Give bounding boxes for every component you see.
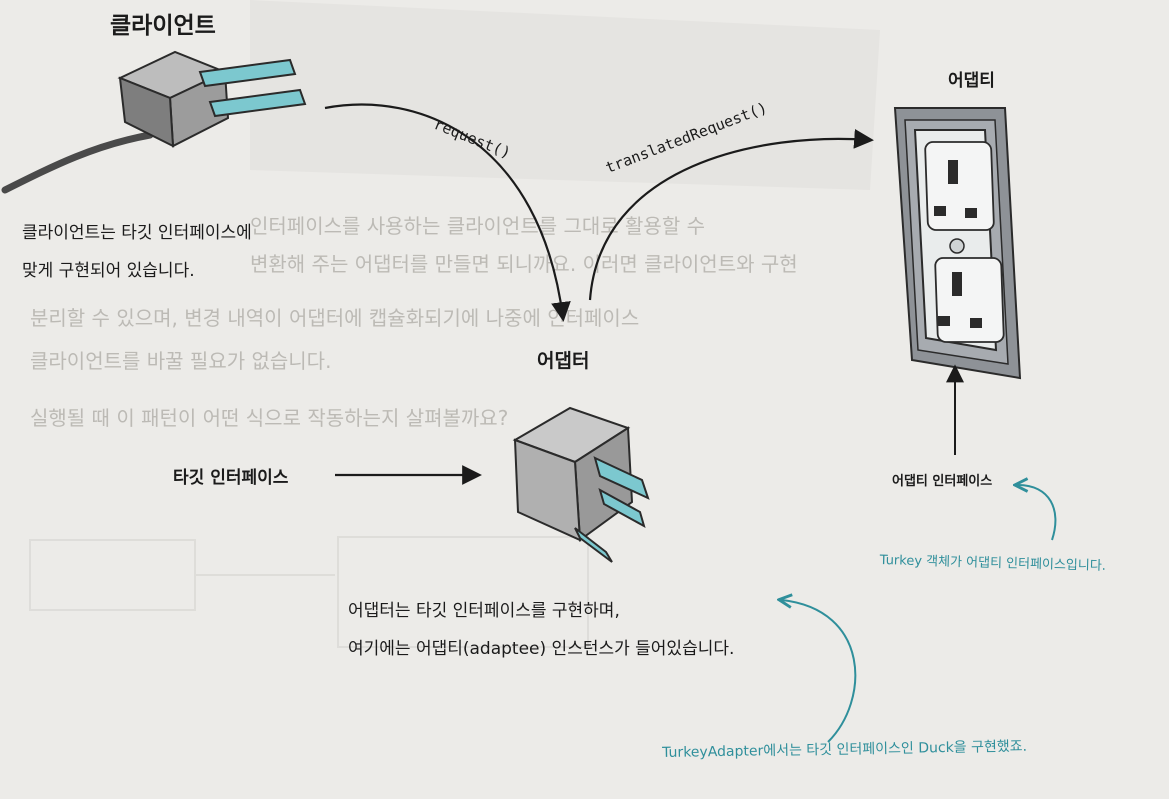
bleed-through-line-5: 실행될 때 이 패턴이 어떤 식으로 작동하는지 살펴볼까요? bbox=[30, 406, 509, 430]
adapter-block bbox=[512, 406, 650, 563]
outlet-socket-bottom bbox=[934, 257, 1005, 343]
adaptee-outlet bbox=[893, 107, 1022, 380]
bleed-through-line-1: 인터페이스를 사용하는 클라이언트를 그대로 활용할 수 bbox=[250, 214, 705, 238]
request-arrow bbox=[324, 103, 571, 322]
bleed-through-line-3: 분리할 수 있으며, 변경 내역이 어댑터에 캡슐화되기에 나중에 인터페이스 bbox=[30, 306, 640, 330]
adapter-note-arrow bbox=[782, 600, 857, 743]
turkey-note-arrow bbox=[1018, 485, 1057, 541]
client-description-line-2: 맞게 구현되어 있습니다. bbox=[22, 261, 195, 281]
client-description-line-1: 클라이언트는 타깃 인터페이스에 bbox=[22, 223, 252, 243]
adapter-description-line-2: 여기에는 어댑티(adaptee) 인스턴스가 들어있습니다. bbox=[348, 639, 735, 659]
outlet-socket-top bbox=[924, 141, 995, 231]
background-ghost-shapes bbox=[29, 0, 880, 648]
target-interface-label: 타깃 인터페이스 bbox=[173, 468, 289, 488]
translated-request-arrow bbox=[588, 128, 874, 301]
client-title: 클라이언트 bbox=[110, 13, 216, 39]
bleed-through-line-4: 클라이언트를 바꿀 필요가 없습니다. bbox=[30, 349, 332, 373]
client-plug-side bbox=[118, 76, 175, 148]
adapter-prongs bbox=[574, 456, 650, 563]
adaptee-interface-label: 어댑티 인터페이스 bbox=[892, 474, 993, 489]
client-plug bbox=[1, 50, 307, 194]
adaptee-title: 어댑티 bbox=[948, 71, 995, 91]
client-plug-prongs bbox=[198, 58, 307, 118]
bleed-through-line-2: 변환해 주는 어댑터를 만들면 되니까요. 이러면 클라이언트와 구현 bbox=[250, 252, 798, 276]
client-plug-cord bbox=[1, 131, 154, 194]
adapter-title: 어댑터 bbox=[537, 350, 590, 372]
adapter-description-line-1: 어댑터는 타깃 인터페이스를 구현하며, bbox=[348, 601, 620, 621]
